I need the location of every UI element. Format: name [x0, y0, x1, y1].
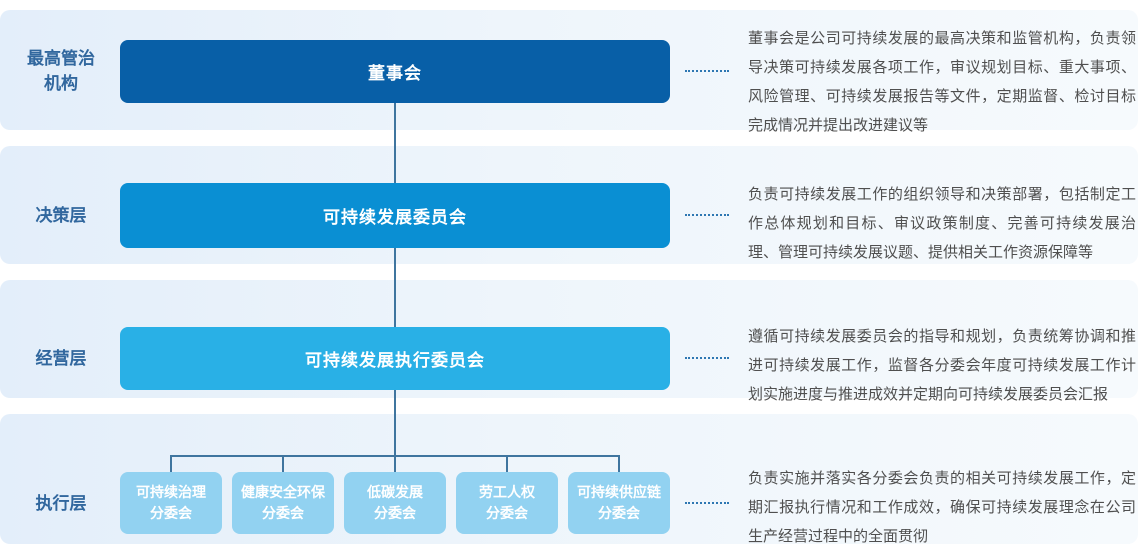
level-label-decision: 决策层 [35, 206, 87, 225]
org-box-sustainability-committee: 可持续发展委员会 [120, 183, 670, 248]
org-box-exec-committee: 可持续发展执行委员会 [120, 327, 670, 390]
dotted-leader [685, 357, 729, 359]
connector-line-horizontal [170, 455, 620, 457]
level-label-operation: 经营层 [35, 349, 87, 368]
org-box-board: 董事会 [120, 40, 670, 103]
org-box-subcommittee-labor-rights: 劳工人权 分委会 [456, 472, 558, 534]
dotted-leader [685, 214, 729, 216]
org-box-subcommittee-governance: 可持续治理 分委会 [120, 472, 222, 534]
level-label-execution: 执行层 [35, 494, 87, 513]
level-label-highest-governance: 最高管治 机构 [27, 49, 95, 93]
level-description-board: 董事会是公司可持续发展的最高决策和监管机构，负责领导决策可持续发展各项工作，审议… [748, 30, 1136, 134]
org-box-subcommittee-hse: 健康安全环保 分委会 [232, 472, 334, 534]
connector-line-committee-to-exec [394, 248, 396, 327]
level-description-exec-committee: 遵循可持续发展委员会的指导和规划，负责统筹协调和推进可持续发展工作，监督各分委会… [748, 328, 1136, 403]
dotted-leader [685, 502, 729, 504]
connector-drop-line [170, 455, 172, 472]
connector-line-board-to-committee [394, 103, 396, 183]
connector-line-exec-to-subcommittees [394, 390, 396, 472]
dotted-leader [685, 70, 729, 72]
org-box-subcommittee-low-carbon: 低碳发展 分委会 [344, 472, 446, 534]
level-description-committee: 负责可持续发展工作的组织领导和决策部署，包括制定工作总体规划和目标、审议政策制度… [748, 186, 1136, 261]
org-box-subcommittee-supply-chain: 可持续供应链 分委会 [568, 472, 670, 534]
connector-drop-line [618, 455, 620, 472]
level-description-subcommittees: 负责实施并落实各分委会负责的相关可持续发展工作，定期汇报执行情况和工作成效，确保… [748, 470, 1136, 545]
connector-drop-line [506, 455, 508, 472]
connector-drop-line [282, 455, 284, 472]
